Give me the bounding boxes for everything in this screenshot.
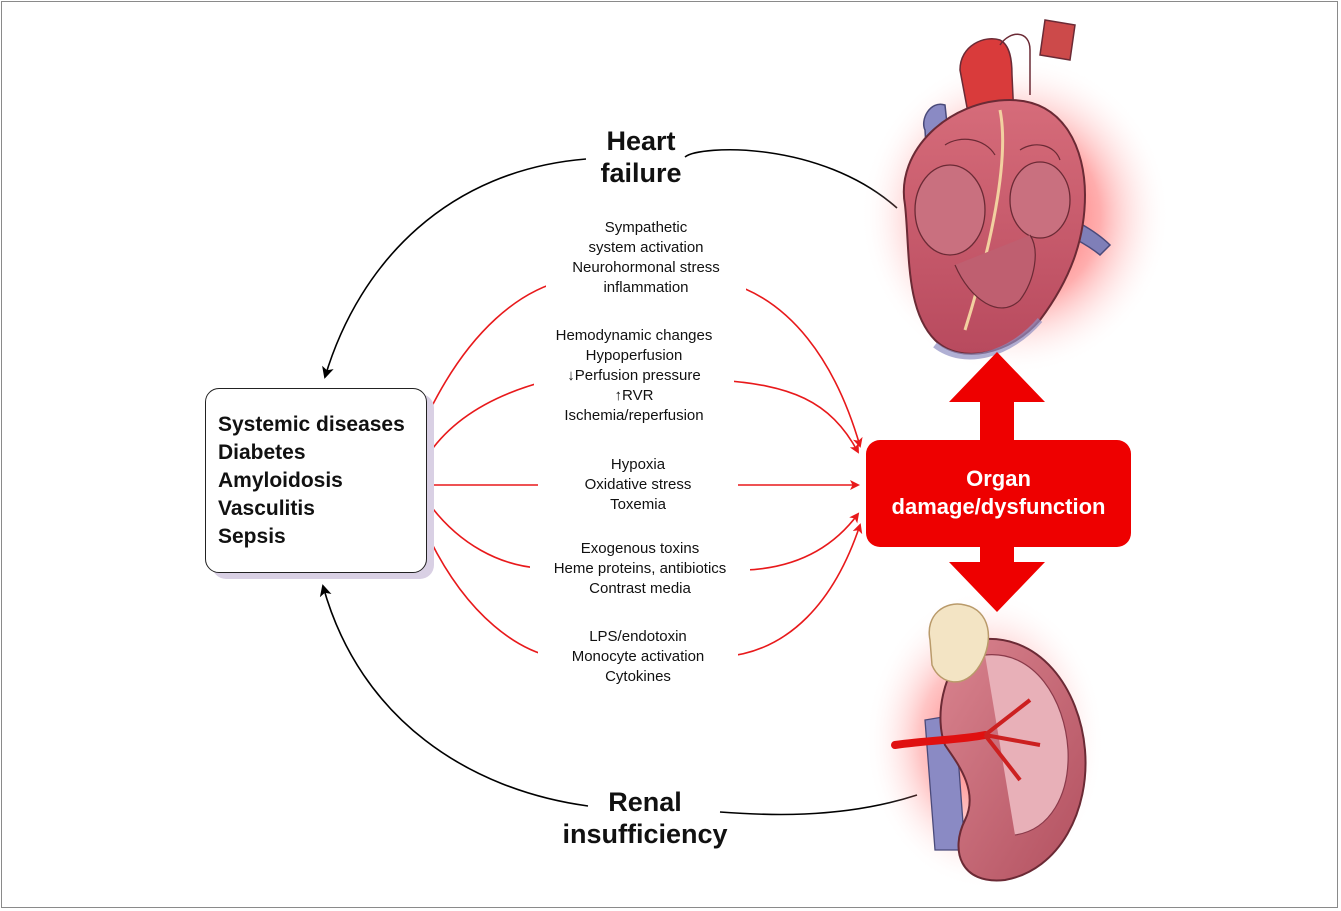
disease-item: Vasculitis <box>218 497 315 520</box>
mechanism-line: Contrast media <box>530 579 750 599</box>
renal-line1: Renal <box>608 787 682 817</box>
mechanism-line: ↓Perfusion pressure <box>534 366 734 386</box>
mechanism-line: Heme proteins, antibiotics <box>530 559 750 579</box>
disease-item: Diabetes <box>218 441 306 464</box>
kidney-illustration <box>865 590 1105 890</box>
renal-line2: insufficiency <box>562 819 728 849</box>
disease-item: Systemic diseases <box>218 413 405 436</box>
renal-to-systemic-arrow <box>319 584 589 807</box>
renal-insufficiency-title: Renal insufficiency <box>545 786 745 850</box>
heart-illustration <box>860 19 1170 375</box>
organ-line2: damage/dysfunction <box>891 494 1106 519</box>
mechanism-line: Cytokines <box>538 667 738 687</box>
mechanism-line: Exogenous toxins <box>530 539 750 559</box>
mechanism-line: Ischemia/reperfusion <box>534 406 734 426</box>
systemic-diseases-box: Systemic diseases Diabetes Amyloidosis V… <box>205 388 427 573</box>
mechanism-line: Hypoxia <box>538 455 738 475</box>
mechanism-label-3: Hypoxia Oxidative stress Toxemia <box>538 455 738 515</box>
organ-line1: Organ <box>966 466 1031 491</box>
mechanism-line: Oxidative stress <box>538 475 738 495</box>
mechanism-line: Hypoperfusion <box>534 346 734 366</box>
mechanism-line: inflammation <box>546 278 746 298</box>
mechanism-label-5: LPS/endotoxin Monocyte activation Cytoki… <box>538 627 738 687</box>
mechanism-arrow-4 <box>429 504 858 571</box>
mechanism-line: LPS/endotoxin <box>538 627 738 647</box>
disease-item: Amyloidosis <box>218 469 343 492</box>
mechanism-line: system activation <box>546 238 746 258</box>
mechanism-line: Monocyte activation <box>538 647 738 667</box>
mechanism-line: Toxemia <box>538 495 738 515</box>
mechanism-label-1: Sympathetic system activation Neurohormo… <box>546 218 746 298</box>
heart-to-systemic-arrow <box>322 158 587 379</box>
mechanism-line: ↑RVR <box>534 386 734 406</box>
heart-failure-title: Heart failure <box>576 125 706 189</box>
mechanism-label-2: Hemodynamic changes Hypoperfusion ↓Perfu… <box>534 326 734 426</box>
organ-damage-box: Organ damage/dysfunction <box>866 440 1131 547</box>
mechanism-line: Neurohormonal stress <box>546 258 746 278</box>
heart-failure-line1: Heart <box>606 126 676 156</box>
mechanism-label-4: Exogenous toxins Heme proteins, antibiot… <box>530 539 750 599</box>
heart-failure-line2: failure <box>600 158 682 188</box>
mechanism-line: Hemodynamic changes <box>534 326 734 346</box>
disease-item: Sepsis <box>218 525 286 548</box>
mechanism-line: Sympathetic <box>546 218 746 238</box>
